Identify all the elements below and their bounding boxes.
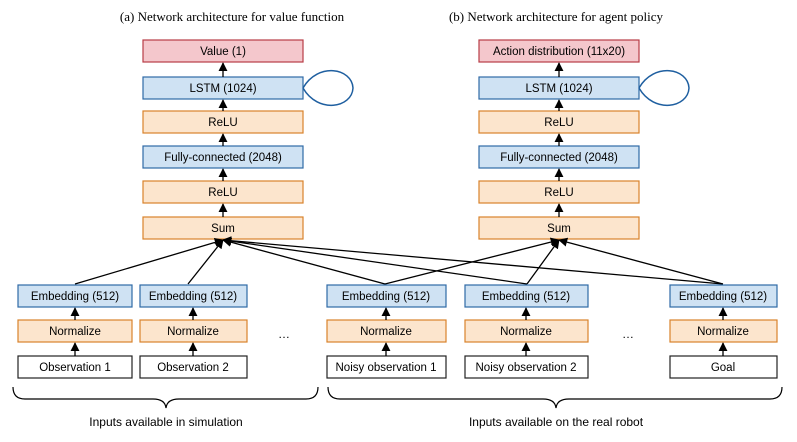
input-column-obs2: Embedding (512) Normalize Observation 2 [139, 284, 248, 379]
input-column-goal: Embedding (512) Normalize Goal [669, 284, 778, 379]
policy-sum-label: Sum [547, 223, 571, 235]
ellipsis-left: … [278, 327, 290, 341]
embedding-box [669, 284, 778, 308]
policy-output-box [478, 39, 640, 63]
brace-real-robot [327, 386, 783, 409]
normalize-label: Normalize [360, 326, 412, 338]
title-value-function: (a) Network architecture for value funct… [120, 9, 345, 24]
edge-obs1-to-value-sum [74, 237, 224, 285]
input-label: Goal [711, 362, 735, 374]
value-lstm-recurrent-loop [302, 70, 354, 106]
input-column-noisy2: Embedding (512) Normalize Noisy observat… [464, 284, 589, 379]
value-sum-label: Sum [211, 223, 235, 235]
embedding-label: Embedding (512) [31, 291, 119, 303]
value-relu-top-label: ReLU [208, 117, 237, 129]
edge-obs2-to-value-sum [187, 239, 224, 285]
ellipsis-right: … [622, 327, 634, 341]
value-output-label: Value (1) [200, 46, 246, 58]
embedding-label: Embedding (512) [149, 291, 237, 303]
value-lstm-label: LSTM (1024) [189, 83, 256, 95]
input-label: Noisy observation 1 [336, 362, 437, 374]
value-network: Value (1) LSTM (1024) ReLU Fully-connect… [142, 39, 354, 240]
policy-relu-bottom-label: ReLU [544, 187, 573, 199]
value-fc-label: Fully-connected (2048) [164, 152, 282, 164]
value-output-box [142, 39, 304, 63]
normalize-label: Normalize [500, 326, 552, 338]
embedding-box [139, 284, 248, 308]
embedding-connections [74, 236, 724, 285]
value-relu-bottom-label: ReLU [208, 187, 237, 199]
embedding-label: Embedding (512) [482, 291, 570, 303]
embedding-label: Embedding (512) [342, 291, 430, 303]
input-column-noisy1: Embedding (512) Normalize Noisy observat… [326, 284, 447, 379]
embedding-box [326, 284, 447, 308]
policy-lstm-recurrent-loop [638, 70, 690, 106]
policy-lstm-label: LSTM (1024) [525, 83, 592, 95]
normalize-label: Normalize [697, 326, 749, 338]
brace-label-simulation: Inputs available in simulation [89, 415, 242, 429]
normalize-label: Normalize [49, 326, 101, 338]
edge-noisy2-to-value-sum [222, 236, 528, 285]
policy-output-label: Action distribution (11x20) [493, 46, 625, 58]
normalize-label: Normalize [167, 326, 219, 338]
input-label: Noisy observation 2 [476, 362, 577, 374]
policy-network: Action distribution (11x20) LSTM (1024) … [478, 39, 690, 240]
policy-relu-top-label: ReLU [544, 117, 573, 129]
embedding-label: Embedding (512) [679, 291, 767, 303]
edge-noisy1-to-policy-sum [384, 237, 560, 285]
title-agent-policy: (b) Network architecture for agent polic… [449, 9, 664, 24]
embedding-box [464, 284, 589, 308]
edge-goal-to-policy-sum [558, 237, 724, 285]
edge-noisy2-to-policy-sum [526, 239, 560, 285]
edge-noisy1-to-value-sum [222, 237, 386, 285]
input-label: Observation 1 [39, 362, 111, 374]
input-column-obs1: Embedding (512) Normalize Observation 1 [17, 284, 133, 379]
brace-label-real-robot: Inputs available on the real robot [469, 415, 644, 429]
embedding-box [17, 284, 133, 308]
policy-fc-label: Fully-connected (2048) [500, 152, 618, 164]
input-label: Observation 2 [157, 362, 229, 374]
brace-simulation [12, 386, 319, 409]
